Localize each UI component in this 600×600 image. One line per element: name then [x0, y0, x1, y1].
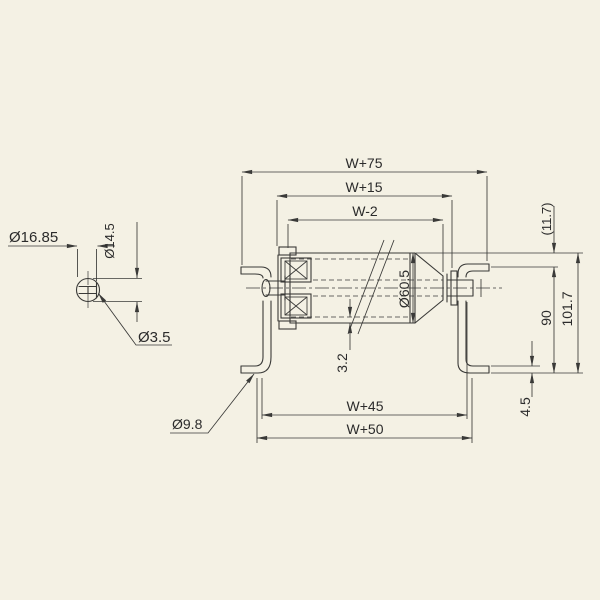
dim-label-14-5: Ø14.5: [102, 223, 117, 258]
dimension-shaft-od: Ø16.85: [8, 229, 115, 281]
left-frame-channel: [240, 266, 272, 374]
dim-label-w45: W+45: [347, 398, 384, 414]
dimension-90: 90: [538, 266, 557, 374]
shaft-end-detail: [75, 271, 101, 309]
dim-label-16-85: Ø16.85: [9, 229, 58, 246]
dim-label-4-5: 4.5: [517, 397, 533, 417]
dim-label-60-5: Ø60.5: [396, 270, 412, 308]
dimension-w75: W+75: [241, 155, 488, 265]
dim-label-w50: W+50: [347, 421, 384, 437]
dim-label-3-5: Ø3.5: [138, 329, 171, 346]
break-marks: [347, 239, 395, 335]
dim-label-9-8: Ø9.8: [172, 416, 203, 432]
dimension-w45: W+45: [261, 302, 468, 419]
dimension-101-7: 101.7: [559, 252, 581, 374]
dim-label-3-2: 3.2: [334, 353, 350, 373]
dimension-w-2: W-2: [287, 203, 444, 272]
dimension-w50: W+50: [256, 378, 473, 443]
dimension-w15: W+15: [276, 179, 453, 268]
dim-label-w15: W+15: [346, 179, 383, 195]
dim-label-w-2: W-2: [352, 203, 378, 219]
roller-assembly: [261, 239, 482, 335]
dimension-wall-thickness: 3.2: [334, 299, 353, 373]
dimension-slot-width: Ø3.5: [98, 293, 172, 346]
dim-label-101-7: 101.7: [559, 291, 575, 326]
ball-bearing-hatching: [284, 260, 308, 316]
dimension-shaft-flats: Ø14.5: [93, 222, 142, 322]
dimension-4-5: 4.5: [517, 341, 535, 417]
dimension-roller-diameter: Ø60.5: [396, 252, 416, 324]
dimension-frame-hole: Ø9.8: [170, 373, 255, 434]
dim-label-w75: W+75: [346, 155, 383, 171]
right-frame-channel: [457, 263, 490, 374]
right-extension-lines: [416, 252, 583, 374]
dim-label-11-7: (11.7): [539, 203, 554, 236]
dimension-11-7: (11.7): [539, 203, 557, 254]
dim-label-90: 90: [538, 310, 554, 326]
